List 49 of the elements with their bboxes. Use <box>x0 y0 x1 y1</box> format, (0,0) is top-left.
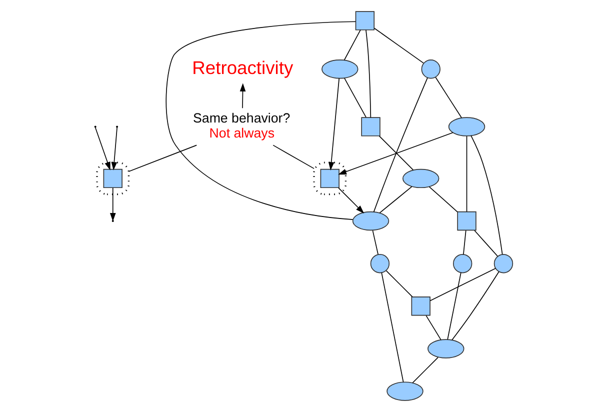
connector <box>128 144 198 172</box>
node-circle <box>370 254 390 274</box>
connector <box>374 28 424 64</box>
node-text: Retroactivity <box>192 56 294 78</box>
connector <box>386 270 413 298</box>
connector <box>470 135 503 255</box>
arrow <box>328 78 340 170</box>
node-square <box>457 211 476 231</box>
arrow <box>94 127 110 170</box>
connector <box>426 315 442 340</box>
connector <box>373 77 428 212</box>
node-ellipse <box>386 382 424 401</box>
connector <box>381 272 404 382</box>
node-square <box>320 168 340 188</box>
arrow <box>111 127 118 170</box>
node-ellipse <box>402 168 440 188</box>
connector <box>166 21 356 220</box>
connector <box>344 29 361 60</box>
arrow <box>338 132 454 175</box>
node-square <box>355 11 375 30</box>
arrow <box>338 188 364 214</box>
node-ellipse <box>352 211 390 231</box>
connector <box>344 78 366 118</box>
connector <box>474 230 498 257</box>
connector <box>452 271 500 340</box>
node-circle <box>421 60 440 79</box>
connector <box>447 272 462 340</box>
arrow <box>110 188 116 222</box>
arrow <box>240 83 246 109</box>
node-square <box>361 117 380 136</box>
node-square <box>103 168 122 188</box>
node-ellipse <box>428 339 464 358</box>
node-square <box>411 296 430 316</box>
node-circle <box>452 254 472 274</box>
connector <box>366 30 372 118</box>
connector <box>272 144 314 169</box>
connector <box>466 136 468 212</box>
connector <box>463 230 466 255</box>
connector <box>378 136 414 170</box>
connector <box>435 76 462 118</box>
connector <box>379 186 412 214</box>
connector <box>428 186 458 212</box>
connector <box>372 230 378 255</box>
node-ellipse <box>448 117 486 136</box>
node-text: Same behavior? Not always <box>193 110 290 140</box>
connector <box>430 268 496 302</box>
node-circle <box>494 254 514 274</box>
connector <box>412 357 438 384</box>
node-ellipse <box>322 60 358 79</box>
